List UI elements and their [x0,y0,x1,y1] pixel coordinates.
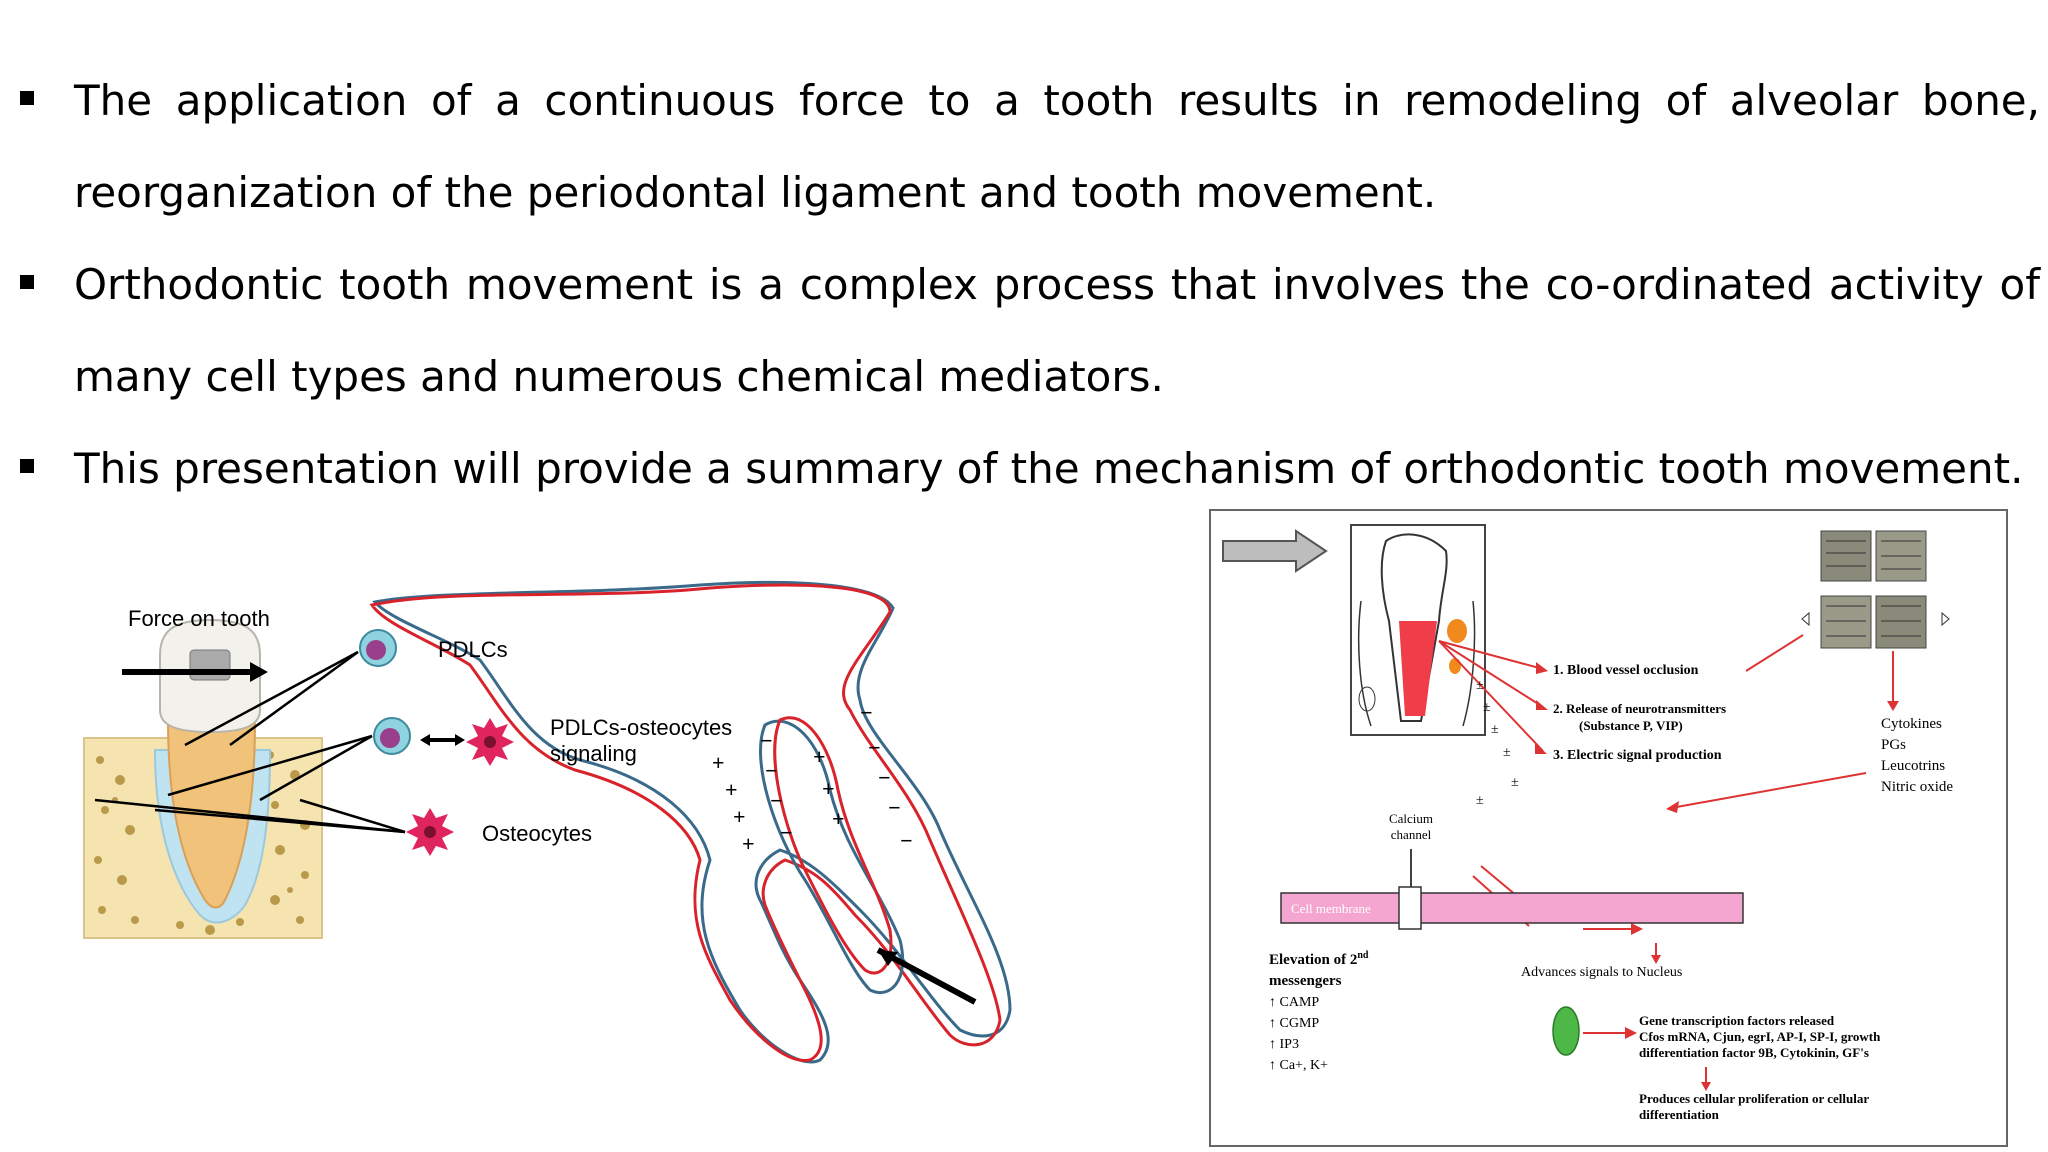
elevation-label: messengers [1269,973,1342,989]
bullet-item: The application of a continuous force to… [20,55,2040,239]
calcium-channel-label: Calcium [1389,811,1433,826]
pdlc-cell-icon [359,629,397,667]
pdlcs-label: PDLCs [438,637,508,662]
osteocytes-label: Osteocytes [482,821,592,846]
svg-text:±: ± [1476,678,1484,693]
step-neurotransmitters-sub: (Substance P, VIP) [1579,718,1683,733]
messenger-item: ↑ CAMP [1269,995,1319,1010]
svg-text:+: + [813,744,826,769]
svg-text:−: − [868,735,881,760]
svg-text:−: − [860,700,873,725]
produces-text: Produces cellular proliferation or cellu… [1639,1091,1869,1106]
red-arrowheads [1535,662,1899,964]
produces-text: differentiation [1639,1107,1720,1122]
bullet-item: This presentation will provide a summary… [20,423,2040,515]
nucleus-icon [1552,1006,1580,1056]
square-bullet-icon [20,459,34,473]
svg-text:+: + [822,776,835,801]
cell-membrane-label: Cell membrane [1291,901,1371,916]
square-bullet-icon [20,275,34,289]
svg-text:+: + [712,750,725,775]
svg-text:±: ± [1511,775,1519,790]
svg-text:−: − [765,758,778,783]
calcium-channel-icon [1398,886,1422,930]
step-blood-vessel: 1. Blood vessel occlusion [1553,663,1699,678]
mechanism-flowchart: ±±± ±±± 1. Blood vessel occlusion 2. Rel… [1209,509,2008,1147]
histology-images [1801,530,1950,649]
svg-text:−: − [770,788,783,813]
tooth-force-diagram: + + + + + + + − − − − − − − − − [83,580,1012,1064]
bullet-text: Orthodontic tooth movement is a complex … [74,260,2040,401]
svg-text:+: + [733,804,746,829]
bullet-list: The application of a continuous force to… [20,55,2040,515]
pointer-arrows [94,650,406,834]
svg-text:±: ± [1491,722,1499,737]
force-arrow-icon [1222,529,1328,573]
svg-text:+: + [832,806,845,831]
charge-marks: ±±± ±±± [1476,678,1519,808]
svg-text:−: − [888,795,901,820]
svg-text:+: + [725,777,738,802]
pdlc-cell-icon [373,717,411,755]
signaling-label: PDLCs-osteocytes [550,715,732,740]
mediator-item: Leucotrins [1881,758,1945,774]
outline-force-arrow [876,947,977,1005]
messenger-item: ↑ Ca+, K+ [1269,1058,1328,1073]
step-electric-signal: 3. Electric signal production [1553,748,1722,763]
square-bullet-icon [20,91,34,105]
messenger-item: ↑ IP3 [1269,1037,1299,1052]
bullet-item: Orthodontic tooth movement is a complex … [20,239,2040,423]
elevation-label: Elevation of 2nd [1269,950,1369,968]
svg-text:±: ± [1503,745,1511,760]
tooth-in-bone-illustration [83,618,323,939]
signaling-label: signaling [550,741,637,766]
nucleus-arrowhead [1625,1027,1637,1039]
svg-text:−: − [900,828,913,853]
mechanism-diagram: ±±± ±±± 1. Blood vessel occlusion 2. Rel… [1222,524,1953,1122]
bullet-text: This presentation will provide a summary… [74,444,2024,493]
cell-membrane-bar [1280,892,1744,924]
gene-text: Cfos mRNA, Cjun, egrI, AP-I, SP-I, growt… [1639,1029,1881,1044]
step-neurotransmitters: 2. Release of neurotransmitters [1553,701,1726,716]
calcium-channel-label: channel [1391,827,1432,842]
mediator-item: Nitric oxide [1881,779,1953,795]
gene-arrowhead [1701,1082,1711,1091]
mediator-item: PGs [1881,737,1906,753]
gene-text: Gene transcription factors released [1639,1013,1835,1028]
messenger-item: ↑ CGMP [1269,1016,1319,1031]
osteocyte-cell-icon [406,808,454,856]
advances-label: Advances signals to Nucleus [1521,965,1682,980]
mediator-item: Cytokines [1881,716,1942,732]
svg-text:−: − [878,765,891,790]
svg-text:−: − [760,728,773,753]
svg-text:−: − [780,820,793,845]
osteocyte-cell-icon [466,718,514,766]
svg-text:+: + [742,831,755,856]
double-arrow-icon [420,734,465,746]
force-label: Force on tooth [128,606,270,631]
svg-text:±: ± [1476,793,1484,808]
bullet-text: The application of a continuous force to… [74,76,2040,217]
svg-text:±: ± [1483,700,1491,715]
bone-outline-overlay [369,580,1012,1064]
charge-marks: + + + + + + + − − − − − − − − − [712,700,913,856]
gene-text: differentiation factor 9B, Cytokinin, GF… [1639,1045,1869,1060]
